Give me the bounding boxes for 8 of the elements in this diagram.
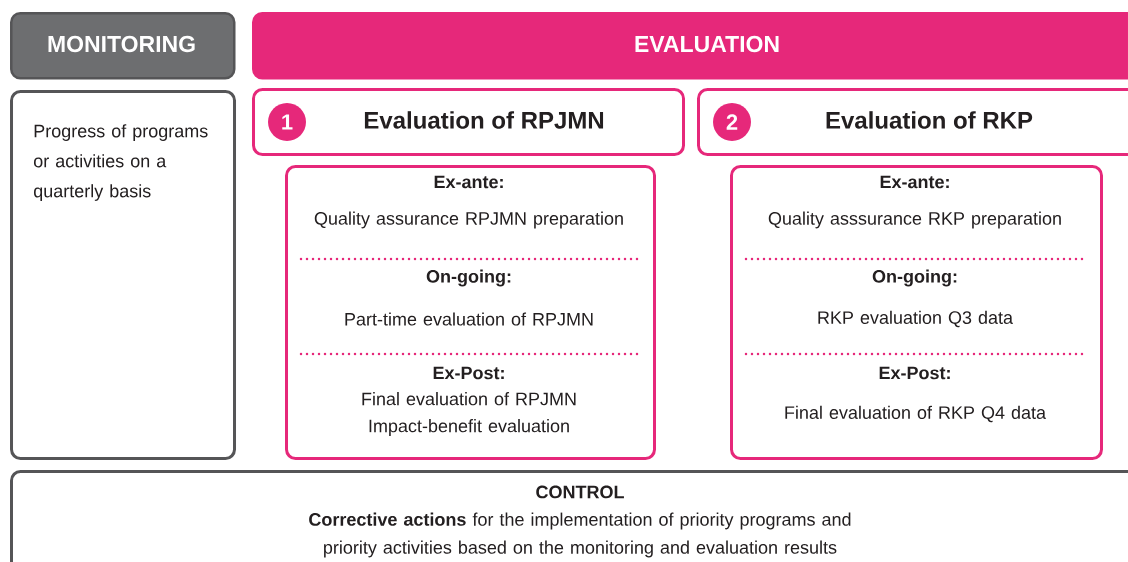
control-box: CONTROL Corrective actions for the implementation of priority programs and priority activities based on the monitoring and evaluation results — [10, 470, 1128, 562]
number-badge: 1 — [268, 103, 306, 141]
header-bar: EVALUATION — [252, 12, 1128, 80]
text-box: Progress of programs or activities on a quarterly basis — [10, 90, 236, 460]
header-bar: MONITORING — [10, 12, 236, 80]
evaluation-panel: Ex-ante: Quality asssurance RKP preparation On-going: RKP evaluation Q3 data Ex-Post: Final evaluation of RKP Q4 data — [730, 165, 1103, 460]
evaluation-panel: Ex-ante: Quality assurance RPJMN preparation On-going: Part-time evaluation of RPJMN Ex-Post: Final evaluation of RPJMN Impact-benefit evaluation — [285, 165, 656, 460]
number-badge: 2 — [713, 103, 751, 141]
